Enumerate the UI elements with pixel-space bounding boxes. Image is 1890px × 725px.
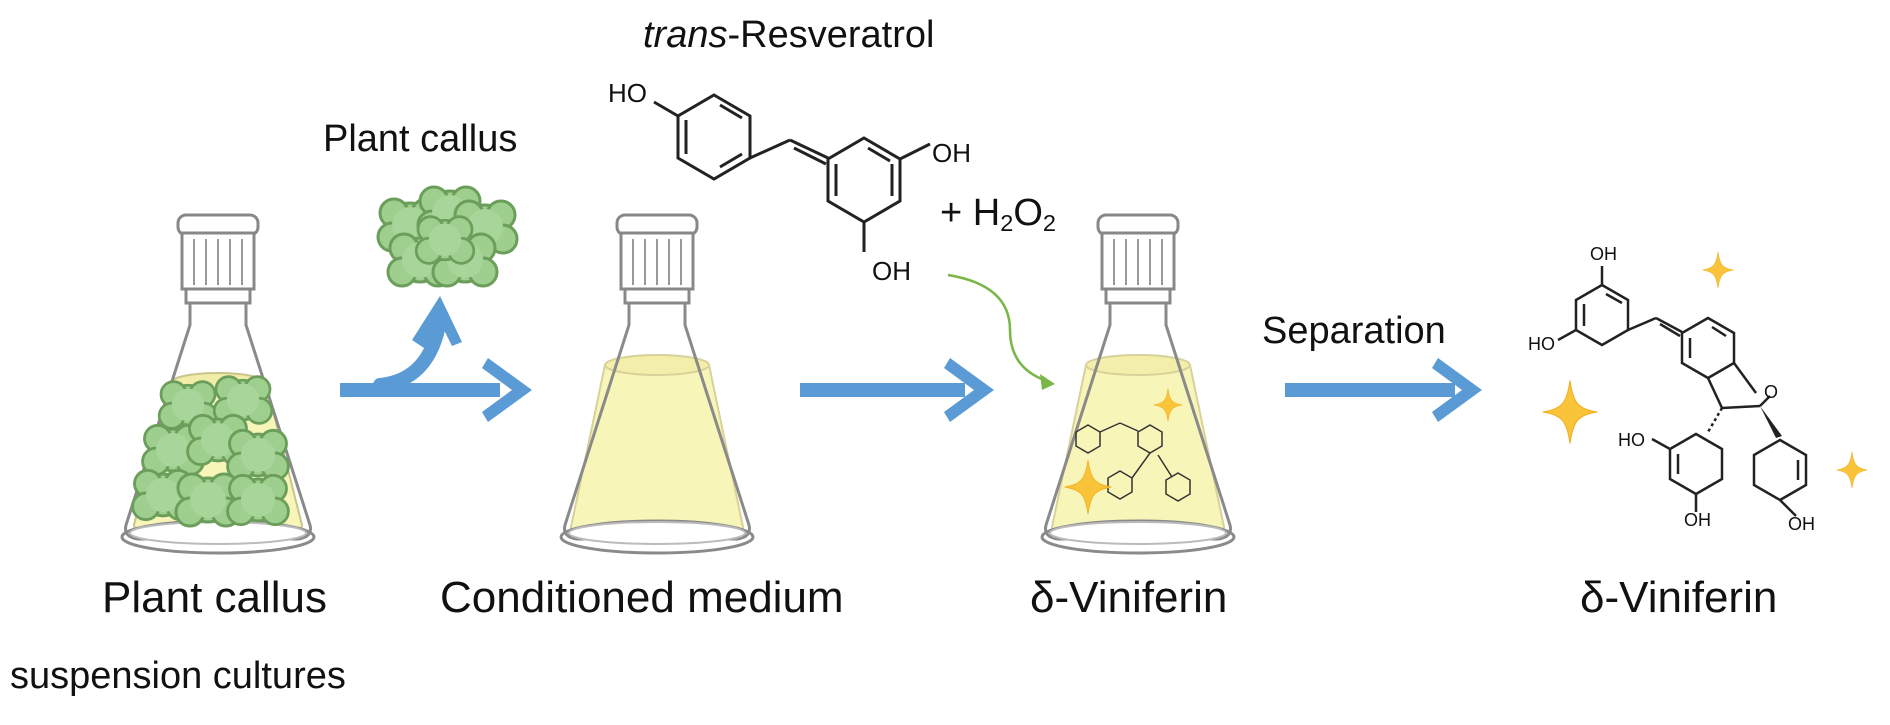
viniferin-structure-icon <box>1557 266 1808 517</box>
plant-callus-top-label: Plant callus <box>323 118 518 160</box>
trans-prefix: trans <box>643 14 728 56</box>
flask3-label: δ-Viniferin <box>1030 573 1228 622</box>
flask-2-icon <box>559 213 755 555</box>
callus-inside-icon <box>131 375 290 528</box>
vin-ho-mid-label: HO <box>1618 430 1645 450</box>
flask2-label: Conditioned medium <box>440 573 844 622</box>
flask1-label-line2: suspension cultures <box>10 655 346 697</box>
green-arrow-icon <box>947 273 1055 390</box>
flask-1-icon <box>120 213 316 555</box>
flask-3-icon <box>1040 213 1236 555</box>
sparkle-icon-group <box>1542 251 1868 489</box>
resveratrol-suffix: -Resveratrol <box>727 14 935 56</box>
trans-resveratrol-label: trans-Resveratrol <box>643 14 934 57</box>
oxidant-plus-h: + H <box>940 192 1001 234</box>
vin-oh-top-label: OH <box>1590 244 1617 264</box>
arrow-2-icon <box>800 358 994 422</box>
oxidant-h-sub: 2 <box>1000 209 1014 236</box>
vin-oh-low-label: OH <box>1684 510 1711 530</box>
vin-o-ring-label: O <box>1764 382 1779 402</box>
arrow-3-icon <box>1285 358 1482 422</box>
oxidant-o-sub: 2 <box>1042 209 1056 236</box>
vin-oh-right-label: OH <box>1788 514 1815 534</box>
resv-oh-right-label: OH <box>932 138 971 168</box>
vin-ho-left-label: HO <box>1528 334 1555 354</box>
arrow-1-icon <box>340 296 532 422</box>
resveratrol-structure-icon <box>653 93 931 252</box>
resv-ho-label: HO <box>608 78 647 108</box>
product-label: δ-Viniferin <box>1580 573 1778 622</box>
separation-label: Separation <box>1262 310 1446 352</box>
resv-oh-bottom-label: OH <box>872 256 911 286</box>
oxidant-o: O <box>1013 192 1043 234</box>
callus-icon <box>376 185 519 288</box>
flask1-label-line1: Plant callus <box>102 573 328 622</box>
oxidant-label: + H2O2 <box>940 192 1056 237</box>
